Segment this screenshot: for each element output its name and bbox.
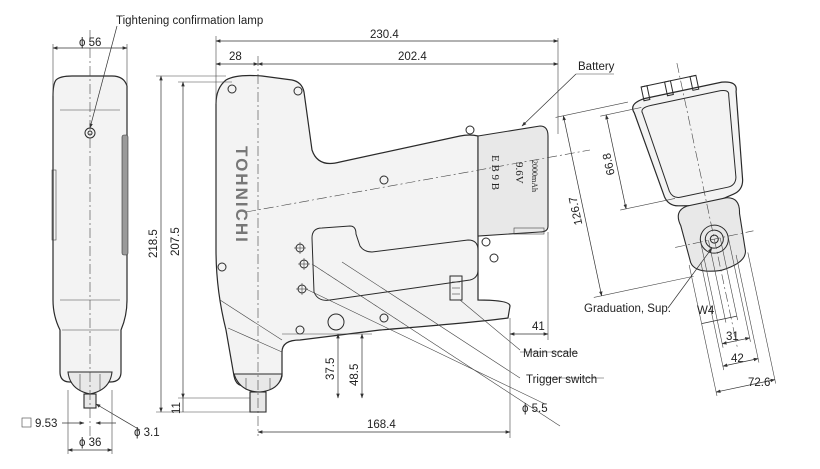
side-view: TOHNICHI E B 9 B 9.6V 2000mAh 230.4 28 2… — [148, 29, 615, 438]
dim-48-5: 48.5 — [349, 364, 361, 386]
dim-28: 28 — [229, 51, 242, 63]
dim-41: 41 — [532, 321, 545, 333]
dim-square-9-53: 9.53 — [35, 418, 57, 430]
dim-230-4: 230.4 — [370, 29, 399, 41]
dim-72-6: 72.6 — [748, 377, 770, 389]
dim-168-4: 168.4 — [367, 419, 396, 431]
callout-main-scale: Main scale — [523, 348, 578, 360]
dim-11: 11 — [171, 402, 183, 414]
dim-207-5: 207.5 — [170, 227, 182, 256]
dim-126-7: 126.7 — [568, 195, 586, 226]
dim-phi-5-5: ϕ 5.5 — [522, 403, 548, 415]
dim-66-8: 66.8 — [601, 152, 617, 176]
dim-phi-36: ϕ 36 — [79, 437, 101, 449]
battery-capacity: 2000mAh — [530, 160, 539, 192]
callout-trigger-switch: Trigger switch — [526, 374, 597, 386]
dim-202-4: 202.4 — [398, 51, 427, 63]
brand-text: TOHNICHI — [232, 146, 251, 244]
dim-37-5: 37.5 — [325, 358, 337, 380]
dim-w4: W4 — [697, 305, 715, 317]
battery-model: E B 9 B — [489, 155, 501, 190]
dim-phi-56: ϕ 56 — [79, 37, 101, 49]
front-view: ϕ 56 Tightening confirmation lamp 9.53 ϕ… — [21, 15, 263, 454]
battery-view: 66.8 126.7 W4 31 42 72.6 Graduati — [555, 62, 776, 397]
dim-phi-3-1: ϕ 3.1 — [134, 427, 160, 439]
dim-42: 42 — [731, 353, 744, 365]
battery-voltage: 9.6V — [513, 162, 525, 184]
dim-218-5: 218.5 — [148, 229, 160, 258]
callout-tightening-lamp: Tightening confirmation lamp — [116, 15, 263, 27]
callout-graduation: Graduation, Sup. — [584, 303, 671, 315]
dim-31: 31 — [726, 331, 739, 343]
callout-battery: Battery — [578, 61, 615, 73]
